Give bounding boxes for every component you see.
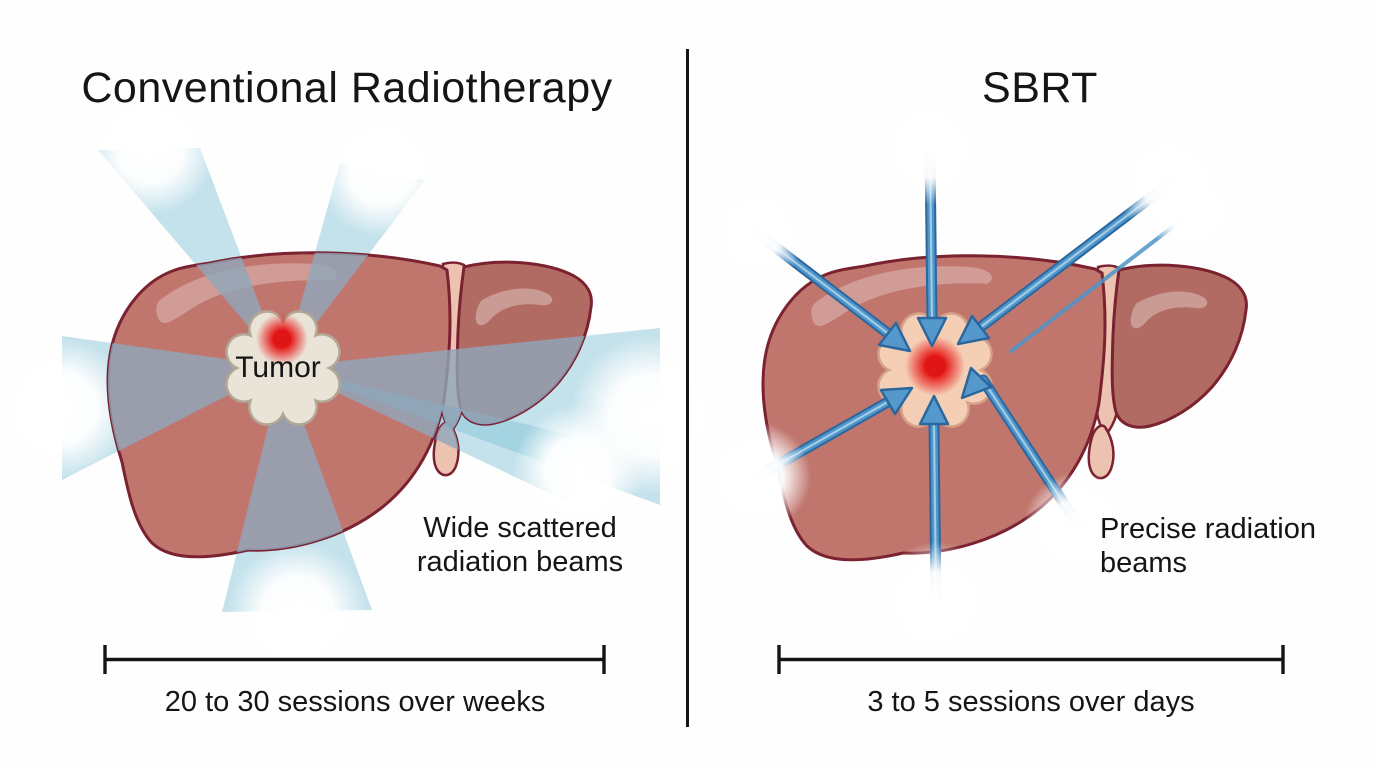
- left-sessions-scale-bar: 20 to 30 sessions over weeks: [103, 645, 606, 718]
- right-sessions-label: 3 to 5 sessions over days: [867, 686, 1194, 718]
- right-panel: [701, 95, 1246, 662]
- right-beam-caption-line2: beams: [1100, 547, 1187, 579]
- left-panel: [0, 85, 730, 682]
- beam-fadeouts: [701, 95, 1237, 662]
- left-sessions-label: 20 to 30 sessions over weeks: [165, 686, 545, 718]
- wedge-fadeouts: [0, 85, 730, 682]
- left-panel-title: Conventional Radiotherapy: [81, 64, 612, 112]
- precise-radiation-beams: [701, 95, 1237, 662]
- tumor-mass-left: [225, 310, 341, 426]
- tumor-label: Tumor: [235, 351, 321, 384]
- right-sessions-scale-bar: 3 to 5 sessions over days: [777, 645, 1285, 718]
- right-beam-caption-line1: Precise radiation: [1100, 513, 1316, 545]
- left-beam-caption-line1: Wide scattered: [423, 512, 616, 544]
- left-beam-caption-line2: radiation beams: [417, 546, 623, 578]
- right-panel-title: SBRT: [982, 64, 1098, 112]
- tumor-mass-right: [877, 312, 993, 428]
